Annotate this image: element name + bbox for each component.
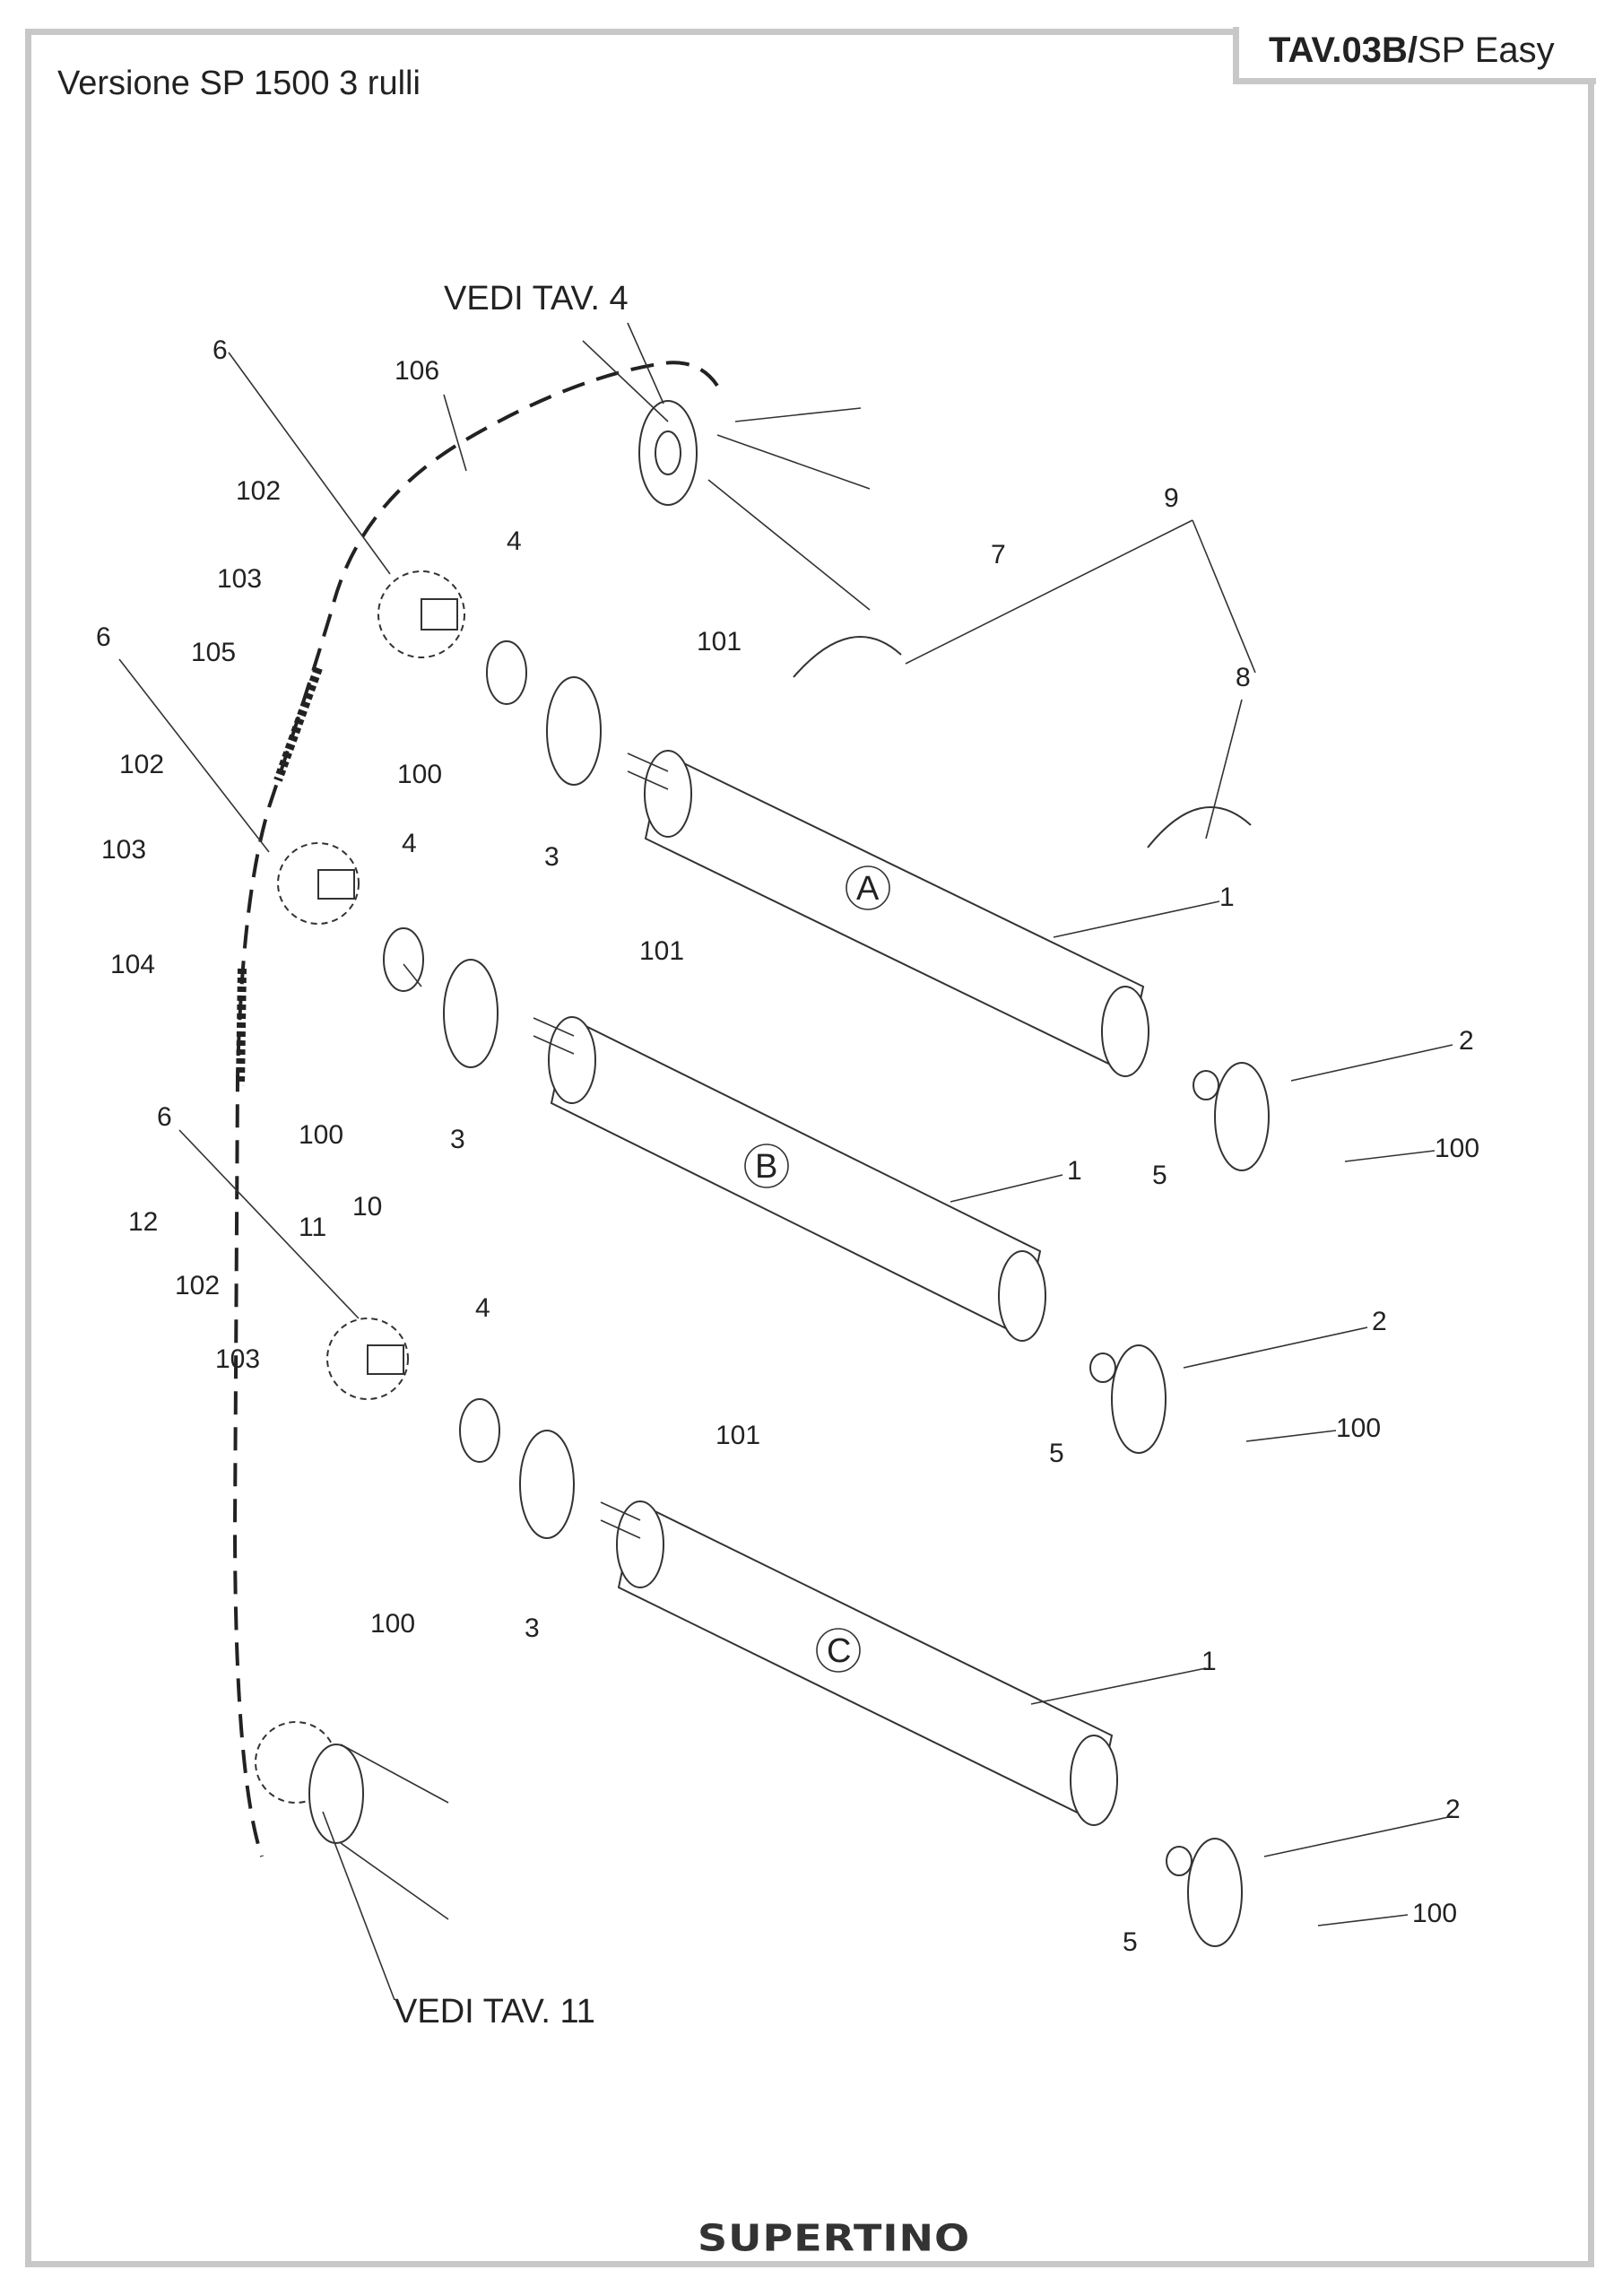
callout-12: 12 xyxy=(128,1207,158,1237)
callout-100: 100 xyxy=(299,1120,343,1150)
brand-logo: SUPERTINO xyxy=(698,2215,971,2260)
callout-100: 100 xyxy=(370,1609,415,1639)
roller-letter-a: A xyxy=(856,870,880,908)
sheet-code-model: SP Easy xyxy=(1418,30,1555,70)
reference-bottom: VEDI TAV. 11 xyxy=(395,1993,595,2031)
callouts: 1 1 1 2 2 2 3 3 3 4 4 4 5 5 5 6 6 6 7 8 … xyxy=(96,335,1479,1957)
sheet-border xyxy=(25,29,1594,2267)
callout-100: 100 xyxy=(1336,1413,1381,1443)
callout-11: 11 xyxy=(299,1213,326,1242)
callout-8: 8 xyxy=(1236,663,1251,692)
callout-3: 3 xyxy=(525,1613,540,1643)
callout-102: 102 xyxy=(119,750,164,779)
callout-102: 102 xyxy=(236,476,281,506)
right-end-plates xyxy=(1089,1062,1270,1947)
callout-101: 101 xyxy=(716,1421,760,1450)
callout-6: 6 xyxy=(157,1102,172,1132)
callout-100: 100 xyxy=(397,760,442,789)
left-end-plates xyxy=(383,640,602,1539)
roller-letters: A B C xyxy=(744,865,890,1673)
sheet-code-bold: TAV.03B/ xyxy=(1269,30,1418,70)
callout-105: 105 xyxy=(191,638,236,667)
callout-103: 103 xyxy=(217,564,262,594)
callout-6: 6 xyxy=(96,622,111,652)
callout-3: 3 xyxy=(450,1125,465,1154)
callout-2: 2 xyxy=(1459,1026,1474,1056)
callout-101: 101 xyxy=(639,936,684,966)
callout-103: 103 xyxy=(101,835,146,865)
callout-2: 2 xyxy=(1445,1795,1461,1824)
roller-A xyxy=(627,750,1149,1077)
callout-104: 104 xyxy=(110,950,155,979)
callout-10: 10 xyxy=(352,1192,382,1222)
title-tab xyxy=(1233,27,1596,84)
callout-4: 4 xyxy=(475,1293,490,1323)
callout-100: 100 xyxy=(1435,1134,1479,1163)
sheet-code: TAV.03B/SP Easy xyxy=(1269,30,1555,71)
callout-7: 7 xyxy=(991,540,1006,570)
scraper-halves xyxy=(793,636,1252,848)
callout-1: 1 xyxy=(1219,883,1235,912)
top-drive-shaft xyxy=(638,400,871,611)
callout-5: 5 xyxy=(1152,1161,1167,1190)
callout-2: 2 xyxy=(1372,1307,1387,1336)
callout-3: 3 xyxy=(544,842,559,872)
callout-9: 9 xyxy=(1164,483,1179,513)
leader-lines xyxy=(118,322,1453,2001)
roller-C xyxy=(600,1500,1118,1826)
callout-103: 103 xyxy=(215,1344,260,1374)
callout-100: 100 xyxy=(1412,1899,1457,1928)
roller-B xyxy=(533,1016,1046,1342)
chain-segment xyxy=(236,666,323,1086)
callout-1: 1 xyxy=(1201,1647,1217,1676)
callout-5: 5 xyxy=(1123,1927,1138,1957)
callout-106: 106 xyxy=(395,356,439,386)
version-title: Versione SP 1500 3 rulli xyxy=(57,65,421,102)
callout-4: 4 xyxy=(402,829,417,858)
callout-102: 102 xyxy=(175,1271,220,1300)
callout-4: 4 xyxy=(507,526,522,556)
callout-1: 1 xyxy=(1067,1156,1082,1186)
bottom-drive-shaft xyxy=(308,1744,449,1920)
roller-letter-c: C xyxy=(827,1632,851,1670)
sprocket-icon xyxy=(255,570,465,1804)
roller-letter-b: B xyxy=(755,1148,777,1186)
callout-6: 6 xyxy=(213,335,228,365)
callout-101: 101 xyxy=(697,627,742,657)
reference-top: VEDI TAV. 4 xyxy=(444,280,629,317)
callout-5: 5 xyxy=(1049,1439,1064,1468)
